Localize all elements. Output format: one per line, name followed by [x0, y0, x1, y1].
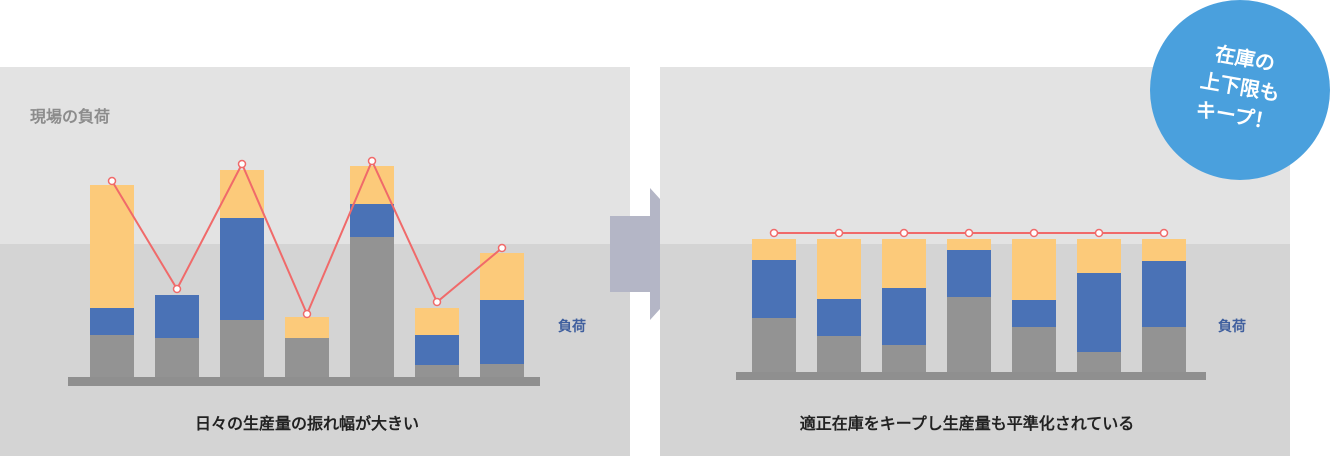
- load-line: [111, 158, 503, 317]
- bar-segment-gray: [220, 320, 264, 377]
- bar-segment-blue: [90, 308, 134, 335]
- bar-segment-gray: [1142, 327, 1186, 372]
- bar-segment-orange: [817, 239, 861, 299]
- bar-segment-blue: [350, 204, 394, 237]
- bar-segment-gray: [480, 364, 524, 377]
- right-caption: 適正在庫をキープし生産量も平準化されている: [799, 414, 1135, 433]
- bar-segment-blue: [415, 335, 459, 365]
- bar-segment-gray: [350, 237, 394, 377]
- left-load-chart: [68, 156, 540, 386]
- bar-segment-orange: [90, 185, 134, 308]
- load-point: [769, 228, 779, 238]
- load-point: [237, 159, 247, 169]
- load-point: [834, 228, 844, 238]
- left-caption: 日々の生産量の振れ幅が大きい: [194, 414, 419, 433]
- load-point: [172, 284, 182, 294]
- bar-segment-blue: [155, 295, 199, 338]
- load-point: [964, 228, 974, 238]
- load-point: [367, 156, 377, 166]
- bar-segment-orange: [1077, 239, 1121, 273]
- bar-segment-gray: [415, 365, 459, 377]
- bar-segment-gray: [752, 318, 796, 372]
- bar-segment-gray: [947, 297, 991, 372]
- bar-segment-orange: [882, 239, 926, 288]
- load-point: [1094, 228, 1104, 238]
- bar-segment-orange: [1012, 239, 1056, 300]
- bar-segment-orange: [415, 308, 459, 335]
- bar-segment-blue: [1077, 273, 1121, 352]
- bar-segment-blue: [480, 300, 524, 364]
- load-point: [899, 228, 909, 238]
- load-point: [497, 243, 507, 253]
- load-point: [302, 309, 312, 319]
- bar-segment-gray: [285, 338, 329, 377]
- bar-segment-orange: [285, 317, 329, 338]
- bar-segment-orange: [1142, 239, 1186, 261]
- bar-segment-orange: [947, 239, 991, 250]
- load-point: [1029, 228, 1039, 238]
- load-label: 負荷: [558, 319, 586, 335]
- bar-segment-blue: [1142, 261, 1186, 327]
- load-point: [1159, 228, 1169, 238]
- chart-baseline: [736, 372, 1206, 380]
- load-label: 負荷: [1218, 319, 1246, 335]
- panel-title: 現場の負荷: [30, 107, 111, 126]
- bar-segment-blue: [220, 218, 264, 320]
- load-point: [107, 176, 117, 186]
- bar-segment-orange: [752, 239, 796, 260]
- bar-segment-blue: [817, 299, 861, 336]
- left-panel: 現場の負荷 負荷 日々の生産量の振れ幅が大きい: [0, 67, 630, 456]
- bar-segment-gray: [817, 336, 861, 372]
- load-point: [432, 297, 442, 307]
- bar-segment-blue: [947, 250, 991, 297]
- right-load-chart: [736, 228, 1206, 380]
- bar-segment-gray: [155, 338, 199, 377]
- inventory-badge: 在庫の 上下限も キープ！: [1150, 0, 1330, 180]
- badge-text: 在庫の 上下限も キープ！: [1144, 29, 1334, 146]
- bar-segment-gray: [1077, 352, 1121, 372]
- chart-baseline: [68, 377, 540, 386]
- bar-segment-gray: [882, 345, 926, 372]
- bar-segment-blue: [882, 288, 926, 345]
- bar-segment-blue: [1012, 300, 1056, 327]
- bar-segment-gray: [1012, 327, 1056, 372]
- bar-segment-blue: [752, 260, 796, 318]
- bar-segment-gray: [90, 335, 134, 377]
